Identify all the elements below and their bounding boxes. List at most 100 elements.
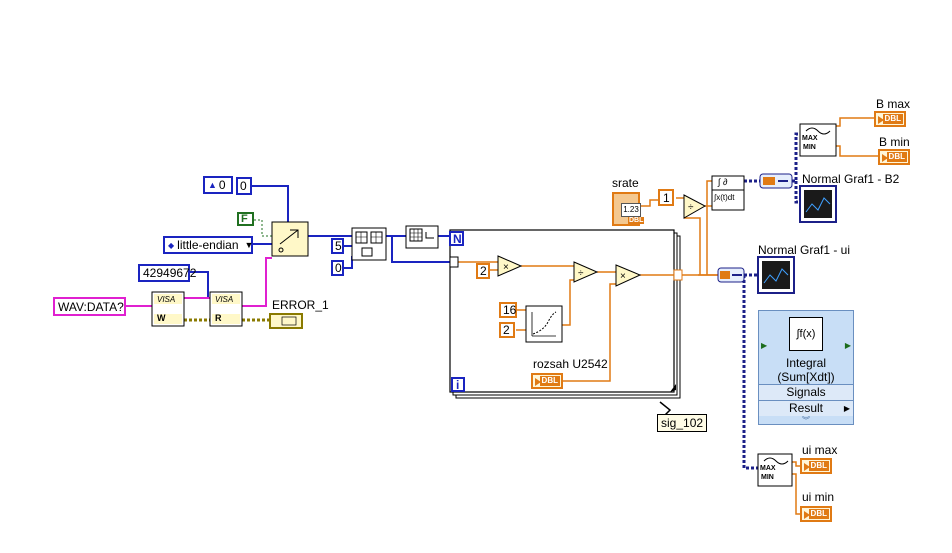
b-min-label: B min	[879, 135, 910, 149]
size-5-value: 5	[335, 239, 342, 253]
array-index-value: 0	[240, 179, 247, 193]
wire-pink	[126, 257, 272, 307]
signals-label: Signals	[786, 385, 826, 399]
loop-count-terminal[interactable]: N	[449, 231, 464, 246]
array-constant-value: 0	[218, 178, 226, 192]
ui-min-dbl: DBL	[808, 509, 829, 519]
wire-dynamic	[742, 132, 800, 470]
bool-false-value: F	[241, 213, 248, 225]
integrate-top: ∫ ∂	[718, 177, 728, 187]
integral-title-2: (Sum[Xdt])	[777, 370, 835, 384]
loop-tunnel-in	[449, 256, 459, 268]
reshape-array-node[interactable]	[405, 225, 439, 249]
ui-min-indicator[interactable]: DBL	[800, 506, 832, 522]
byte-count-value: 42949672	[143, 266, 197, 280]
wire-orange	[458, 117, 878, 515]
one-value: 1	[663, 190, 670, 205]
loop-iteration-value: i	[456, 377, 460, 392]
max-min-node-b[interactable]	[799, 123, 837, 157]
sig-label: sig_102	[657, 414, 708, 432]
chevron-right-icon: ▶	[843, 404, 850, 413]
b-max-dbl: DBL	[882, 114, 903, 124]
result-terminal[interactable]: Result ▶	[759, 400, 853, 416]
rozsah-label: rozsah U2542	[533, 357, 608, 371]
array-index-constant[interactable]: 0	[236, 177, 252, 195]
integrate-icon: ∫x(t)dt	[714, 193, 735, 202]
wire-error	[184, 219, 272, 322]
svg-text:÷: ÷	[578, 268, 584, 279]
visa-read-label: VISA	[215, 295, 234, 304]
convert-dynamic-b2[interactable]	[759, 173, 793, 189]
one-constant[interactable]: 1	[658, 189, 674, 206]
array-build-node[interactable]	[351, 227, 387, 261]
loop-iteration-terminal: i	[451, 377, 465, 392]
srate-dbl: DBL	[628, 217, 645, 224]
graph-terminal-ui[interactable]	[757, 256, 795, 294]
b-min-indicator[interactable]: DBL	[878, 149, 910, 165]
b-max-indicator[interactable]: DBL	[874, 111, 906, 127]
expand-chevron-icon[interactable]: ︾	[802, 416, 810, 425]
error-label: ERROR_1	[272, 298, 329, 312]
srate-numeric-icon: 1.23	[621, 203, 641, 217]
integral-title: Integral (Sum[Xdt])	[759, 356, 853, 384]
byte-count-constant[interactable]: 42949672	[138, 264, 196, 282]
visa-command-constant[interactable]: WAV:DATA?	[53, 297, 126, 316]
ui-min-label: ui min	[802, 490, 835, 504]
graph-ui-label: Normal Graf1 - ui	[758, 243, 851, 257]
svg-text:×: ×	[620, 271, 626, 282]
integrate-node[interactable]	[711, 175, 745, 211]
svg-text:×: ×	[503, 262, 509, 273]
max-label-b: MAX	[802, 135, 818, 142]
b-min-dbl: DBL	[886, 152, 907, 162]
size-0-constant[interactable]: 0	[331, 260, 344, 276]
divide-node-srate[interactable]: ÷	[683, 194, 707, 219]
poly-16-constant[interactable]: 16	[499, 302, 517, 318]
integral-title-1: Integral	[785, 356, 827, 370]
ui-max-indicator[interactable]: DBL	[800, 458, 832, 474]
unflatten-node[interactable]	[271, 221, 309, 257]
polynomial-node[interactable]	[525, 305, 563, 343]
svg-text:÷: ÷	[688, 202, 694, 213]
poly-2-constant[interactable]: 2	[499, 322, 515, 338]
multiply-node-2[interactable]: ×	[615, 264, 642, 287]
chevron-down-icon: ▼	[244, 240, 254, 250]
max-min-node-ui[interactable]	[757, 453, 793, 487]
result-label: Result	[788, 401, 823, 415]
visa-write-node[interactable]	[151, 291, 185, 327]
output-arrow-icon: ▶	[844, 341, 851, 350]
min-label-b: MIN	[803, 144, 816, 151]
endian-selector[interactable]: ◆little-endian▼	[163, 236, 253, 254]
size-5-constant[interactable]: 5	[331, 238, 344, 254]
loop-count-value: N	[453, 231, 462, 246]
bool-false-constant[interactable]: F	[237, 212, 254, 226]
ui-max-label: ui max	[802, 443, 838, 457]
visa-command-value: WAV:DATA?	[58, 299, 124, 314]
ui-max-dbl: DBL	[808, 461, 829, 471]
for-loop[interactable]	[449, 229, 681, 399]
loop-corner-icon	[670, 384, 676, 392]
integral-express-vi[interactable]: ∫f(x) ▶ ▶ Integral (Sum[Xdt]) Signals Re…	[758, 310, 854, 425]
size-0-value: 0	[335, 261, 342, 275]
wire-blue	[190, 185, 450, 297]
srate-label: srate	[612, 176, 639, 190]
signals-terminal[interactable]: Signals	[759, 384, 853, 400]
divide-node[interactable]: ÷	[573, 261, 599, 283]
mult-2-value: 2	[480, 264, 487, 278]
convert-dynamic-ui[interactable]	[717, 267, 745, 283]
rozsah-terminal[interactable]: DBL	[531, 373, 563, 389]
mult-2-constant[interactable]: 2	[476, 263, 490, 279]
graph-terminal-b2[interactable]	[799, 185, 837, 223]
visa-write-label: VISA	[157, 295, 176, 304]
min-label-ui: MIN	[761, 474, 774, 481]
multiply-node[interactable]: ×	[497, 255, 523, 277]
b-max-label: B max	[876, 97, 911, 111]
visa-read-node[interactable]	[209, 291, 243, 327]
graph-b2-label: Normal Graf1 - B2	[802, 172, 900, 186]
poly-2-value: 2	[503, 323, 510, 337]
srate-control[interactable]: 1.23 DBL	[612, 192, 645, 226]
visa-write-letter: W	[157, 313, 166, 323]
endian-value: little-endian	[177, 238, 239, 252]
array-constant[interactable]: ▲0	[203, 176, 233, 194]
error-cluster[interactable]	[269, 313, 303, 329]
